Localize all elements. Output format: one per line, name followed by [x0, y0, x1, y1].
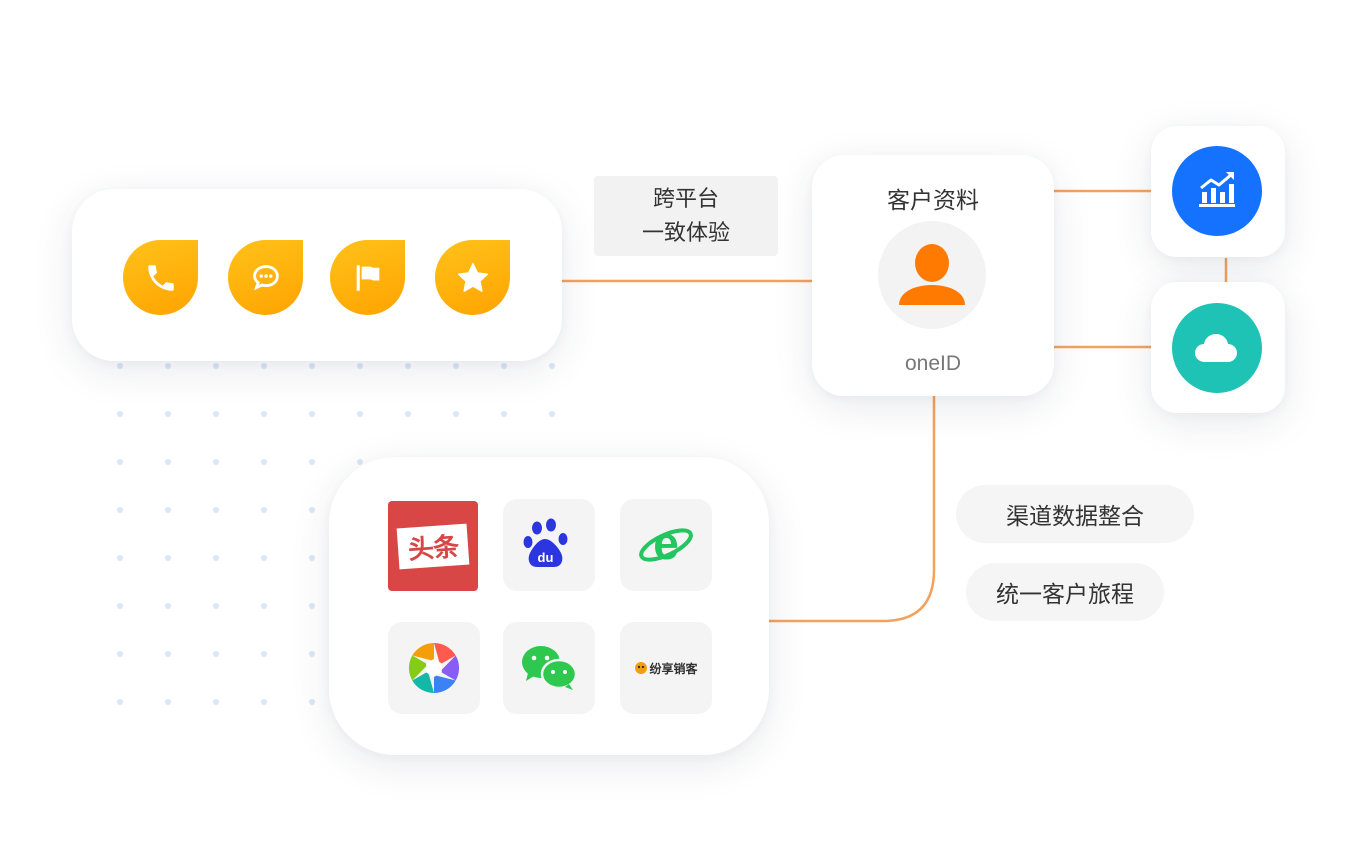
grid-dot: [117, 411, 123, 417]
grid-dot: [165, 555, 171, 561]
chart-circle: [1172, 146, 1262, 236]
wechat-tile[interactable]: [503, 622, 595, 714]
chart-growth-icon: [1199, 172, 1235, 207]
label-line-1: 跨平台: [652, 186, 719, 211]
grid-dot: [453, 363, 459, 369]
grid-dot: [501, 411, 507, 417]
grid-dot: [165, 363, 171, 369]
pill-channel-data: 渠道数据整合: [956, 485, 1194, 543]
chat-icon: [252, 264, 279, 290]
ie-tile[interactable]: e: [620, 499, 712, 591]
grid-dot: [261, 411, 267, 417]
grid-dot: [309, 363, 315, 369]
fenxiang-mark-icon: [635, 662, 648, 674]
grid-dot: [357, 363, 363, 369]
grid-dot: [357, 411, 363, 417]
grid-dot: [261, 603, 267, 609]
grid-dot: [165, 459, 171, 465]
ie-browser-logo: e: [639, 517, 693, 569]
baidu-text: du: [538, 550, 554, 565]
grid-dot: [117, 363, 123, 369]
toutiao-text: 头条: [407, 531, 460, 566]
grid-dot: [261, 651, 267, 657]
fenxiang-tile[interactable]: 纷享销客: [620, 622, 712, 714]
flag-icon: [356, 264, 379, 291]
grid-dot: [261, 507, 267, 513]
pill-customer-journey: 统一客户旅程: [966, 563, 1164, 621]
cloud-circle: [1172, 303, 1262, 393]
cloud-card[interactable]: [1151, 282, 1285, 413]
flag-petal[interactable]: [330, 240, 405, 315]
grid-dot: [213, 459, 219, 465]
baidu-tile[interactable]: du: [503, 499, 595, 591]
toutiao-logo[interactable]: 头条: [388, 501, 478, 591]
grid-dot: [165, 651, 171, 657]
grid-dot: [405, 363, 411, 369]
phone-icon: [147, 264, 174, 291]
grid-dot: [309, 459, 315, 465]
customer-profile-card[interactable]: 客户资料 oneID: [812, 155, 1054, 396]
grid-dot: [309, 603, 315, 609]
ie-text: e: [653, 517, 679, 569]
cross-platform-label: 跨平台 一致体验: [594, 176, 778, 256]
wechat-logo: [522, 646, 578, 690]
grid-dot: [117, 699, 123, 705]
grid-dot: [309, 411, 315, 417]
grid-dot: [357, 459, 363, 465]
grid-dot: [117, 603, 123, 609]
grid-dot: [453, 411, 459, 417]
grid-dot: [261, 555, 267, 561]
grid-dot: [165, 603, 171, 609]
grid-dot: [213, 555, 219, 561]
fenxiang-logo: 纷享销客: [634, 660, 698, 677]
grid-dot: [117, 507, 123, 513]
grid-dot: [213, 507, 219, 513]
toutiao-label-box: 头条: [396, 523, 470, 569]
phone-petal[interactable]: [123, 240, 198, 315]
grid-dot: [165, 507, 171, 513]
chart-card[interactable]: [1151, 126, 1285, 257]
grid-dot: [549, 363, 555, 369]
grid-dot: [213, 411, 219, 417]
touchpoints-card: [72, 189, 562, 361]
grid-dot: [165, 411, 171, 417]
chat-petal[interactable]: [228, 240, 303, 315]
star-icon: [457, 262, 488, 292]
avatar: [878, 221, 986, 329]
line-profile-to-channels: [768, 396, 936, 623]
grid-dot: [549, 411, 555, 417]
grid-dot: [213, 363, 219, 369]
grid-dot: [117, 555, 123, 561]
photo-aperture-logo: [408, 642, 460, 694]
grid-dot: [309, 699, 315, 705]
profile-title: 客户资料: [887, 187, 979, 213]
user-icon: [899, 244, 965, 305]
oneid-label: oneID: [904, 352, 962, 375]
grid-dot: [309, 507, 315, 513]
fenxiang-text: 纷享销客: [649, 661, 698, 676]
grid-dot: [309, 555, 315, 561]
grid-dot: [309, 651, 315, 657]
grid-dot: [261, 699, 267, 705]
grid-dot: [261, 363, 267, 369]
grid-dot: [261, 459, 267, 465]
grid-dot: [213, 603, 219, 609]
grid-dot: [501, 363, 507, 369]
grid-dot: [213, 699, 219, 705]
grid-dot: [405, 411, 411, 417]
baidu-logo: du: [523, 518, 568, 567]
channels-card: 头条 du e: [329, 457, 769, 755]
label-line-2: 一致体验: [641, 220, 730, 245]
grid-dot: [213, 651, 219, 657]
grid-dot: [165, 699, 171, 705]
star-petal[interactable]: [435, 240, 510, 315]
aperture-tile[interactable]: [388, 622, 480, 714]
cloud-icon: [1195, 334, 1237, 362]
grid-dot: [117, 651, 123, 657]
grid-dot: [117, 459, 123, 465]
